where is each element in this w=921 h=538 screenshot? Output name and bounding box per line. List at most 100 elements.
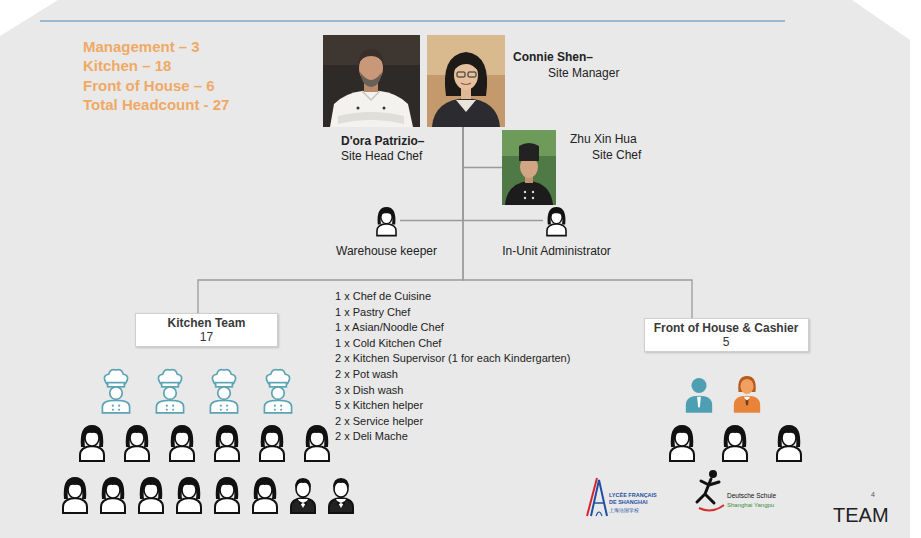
site-chef-photo	[502, 130, 556, 205]
role-name: In-Unit Administrator	[502, 244, 611, 258]
staff-icon	[547, 207, 566, 236]
head-chef-photo	[338, 112, 404, 124]
person-photo: D'ora Patrizio–Site Head Chef	[323, 35, 420, 127]
role-list-item: 2 x Kitchen Supervisor (1 for each Kinde…	[335, 351, 570, 365]
front-of-house-icons	[777, 425, 801, 461]
logo-text: LYCÉE FRANÇAIS DE SHANGHAI	[609, 492, 661, 505]
slide-background	[40, 20, 785, 22]
headcount-line: Management – 3	[83, 38, 200, 56]
connector-line	[463, 127, 502, 168]
role-list-item: 1 x Asian/Noodle Chef	[335, 320, 444, 334]
site-chef-photo	[524, 197, 526, 199]
head-chef-photo	[357, 107, 360, 110]
site-manager-photo	[445, 52, 487, 96]
head-chef-photo	[360, 72, 382, 87]
kitchen-staff-icons	[305, 425, 329, 461]
staff-icon	[377, 207, 566, 236]
staff-icon-box: Warehouse keeper	[373, 204, 400, 237]
kitchen-staff-icons	[260, 425, 284, 461]
role-list-item: 1 x Cold Kitchen Chef	[335, 336, 441, 350]
deutsche-schule-logo	[709, 470, 717, 478]
site-chef-photo	[502, 130, 556, 205]
site-chef-photo	[505, 181, 553, 205]
page-number: 4	[871, 490, 875, 499]
person-name: D'ora Patrizio–	[341, 134, 425, 148]
role-list-item: 2 x Pot wash	[335, 367, 398, 381]
kitchen-staff-icons	[63, 477, 87, 513]
logo-text: Shanghai Yangpu	[727, 501, 774, 509]
role-list-item: 1 x Pastry Chef	[335, 305, 410, 319]
team-count: 5	[723, 335, 730, 349]
front-of-house-icons	[686, 378, 712, 413]
kitchen-staff-icons	[63, 370, 353, 513]
site-manager-photo	[457, 72, 465, 77]
team-count: 17	[200, 330, 213, 344]
person-name: Zhu Xin Hua	[570, 132, 637, 146]
person-role: Site Head Chef	[341, 149, 422, 163]
role-list-item: 3 x Dish wash	[335, 383, 403, 397]
person-photo: Connie Shen–Site Manager	[427, 35, 505, 127]
head-chef-photo	[323, 35, 420, 127]
role-name: Warehouse keeper	[336, 244, 437, 258]
head-chef-photo	[330, 91, 413, 127]
deutsche-schule-logo	[699, 505, 724, 510]
site-chef-photo	[532, 191, 534, 193]
team-name: Kitchen Team	[168, 316, 246, 330]
head-chef-photo	[359, 49, 383, 64]
slide-background	[852, 0, 921, 538]
kitchen-staff-icons	[139, 477, 163, 513]
site-chef-photo	[524, 191, 526, 193]
kitchen-staff-icons	[80, 425, 104, 461]
headcount-line: Total Headcount - 27	[83, 96, 229, 114]
kitchen-staff-icons	[101, 477, 125, 513]
team-name: Front of House & Cashier	[654, 321, 799, 335]
lycee-logo	[594, 502, 604, 504]
person-role: Site Chef	[592, 148, 641, 162]
kitchen-staff-icons	[291, 478, 315, 513]
kitchen-staff-icons	[102, 370, 129, 413]
team-box: Front of House & Cashier5	[644, 318, 809, 352]
kitchen-staff-icons	[156, 370, 183, 413]
staff-icon	[377, 207, 396, 236]
site-manager-photo	[427, 35, 505, 127]
role-list-item: 2 x Service helper	[335, 414, 423, 428]
head-chef-photo	[323, 35, 420, 127]
front-of-house-icons	[670, 376, 801, 461]
lycee-logo	[587, 478, 607, 516]
site-manager-photo	[468, 72, 476, 77]
headcount-line: Front of House – 6	[83, 77, 215, 95]
team-box: Kitchen Team17	[135, 313, 278, 347]
front-of-house-icons	[670, 425, 694, 461]
connector-line	[463, 127, 543, 221]
kitchen-staff-icons	[329, 478, 353, 513]
head-chef-photo	[383, 107, 386, 110]
person-photo: Zhu Xin HuaSite Chef	[502, 130, 556, 205]
site-manager-photo	[432, 98, 500, 127]
slide-title: TEAM	[833, 503, 889, 527]
connector-line	[463, 127, 692, 318]
logo-text: Deutsche Schule	[727, 492, 776, 500]
kitchen-staff-icons	[125, 425, 149, 461]
deutsche-schule-logo	[697, 470, 724, 510]
site-manager-photo	[427, 35, 505, 127]
kitchen-staff-icons	[177, 477, 201, 513]
head-chef-photo	[362, 91, 380, 100]
site-manager-photo	[456, 100, 476, 112]
site-chef-photo	[532, 197, 534, 199]
headcount-line: Kitchen – 18	[83, 57, 171, 75]
deutsche-schule-logo	[697, 479, 719, 503]
staff-icon-box: In-Unit Administrator	[543, 204, 570, 237]
lycee-logo	[596, 512, 602, 516]
site-manager-photo	[453, 58, 479, 72]
connector-line	[198, 127, 463, 313]
kitchen-staff-icons	[215, 425, 239, 461]
slide-background	[0, 0, 58, 36]
site-chef-photo	[519, 143, 539, 161]
front-of-house-icons	[723, 425, 747, 461]
kitchen-staff-icons	[264, 370, 291, 413]
person-role: Site Manager	[548, 66, 619, 80]
kitchen-staff-icons	[210, 370, 237, 413]
